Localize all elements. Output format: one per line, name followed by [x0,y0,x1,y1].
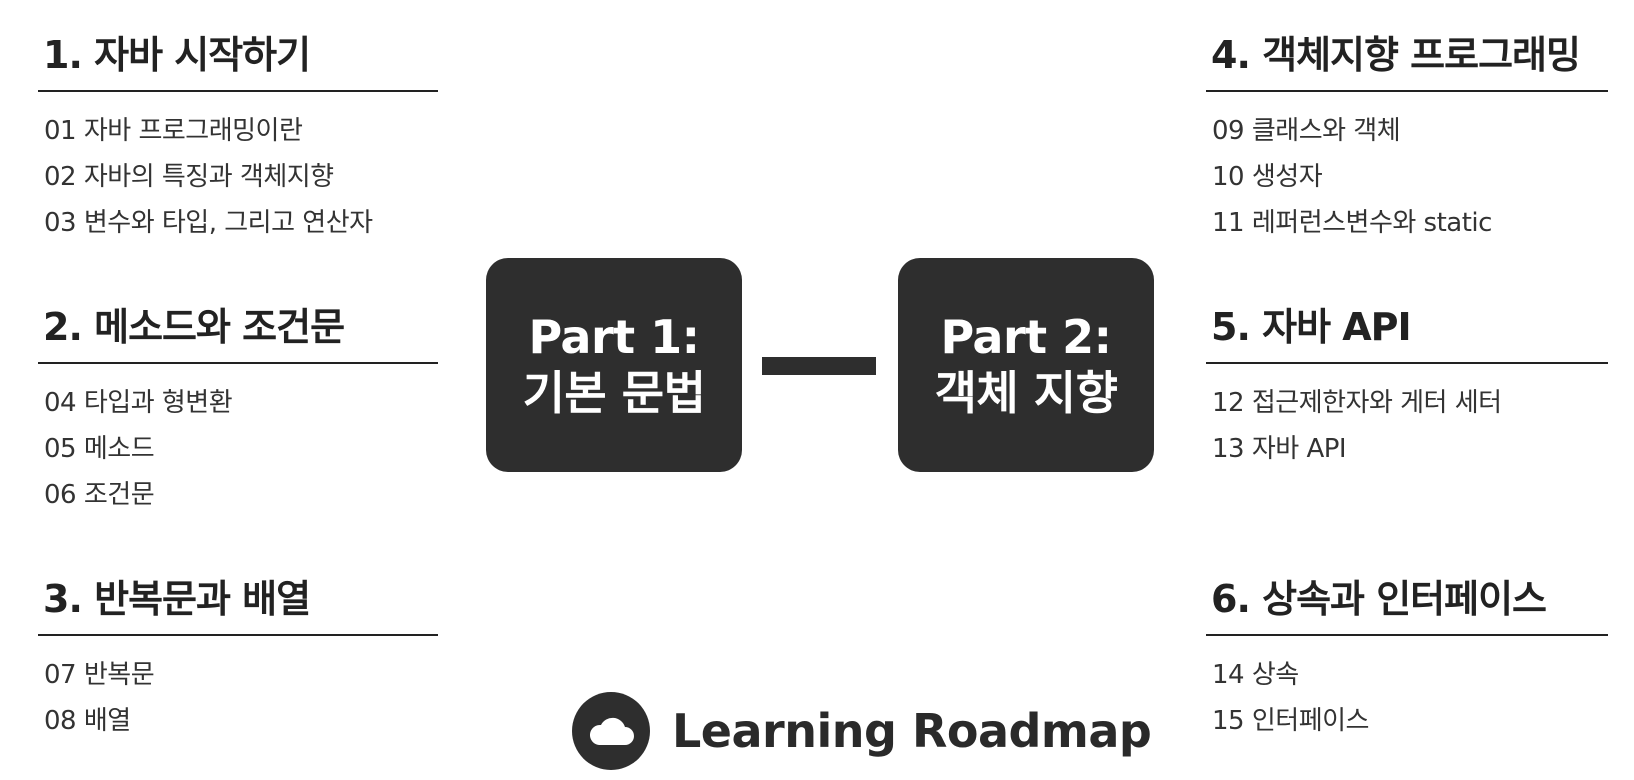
section-title: 6. 상속과 인터페이스 [1211,577,1547,621]
part-subtitle: 기본 문법 [522,366,706,420]
lesson-item: 14 상속 [1212,660,1299,690]
lesson-item: 07 반복문 [44,660,155,690]
lesson-list: 09 클래스와 객체 10 생성자 11 레퍼런스변수와 static [1206,108,1608,246]
section-divider [38,634,438,636]
section-divider [1206,634,1608,636]
lesson-list: 04 타입과 형변환 05 메소드 06 조건문 [38,380,438,518]
section-divider [1206,362,1608,364]
lesson-item: 12 접근제한자와 게터 세터 [1212,388,1502,418]
lesson-item: 10 생성자 [1212,162,1323,192]
section-divider [1206,90,1608,92]
lesson-item: 04 타입과 형변환 [44,388,233,418]
lesson-list: 14 상속 15 인터페이스 [1206,652,1608,744]
section-6: 6. 상속과 인터페이스 14 상속 15 인터페이스 [1206,574,1608,744]
section-4: 4. 객체지향 프로그래밍 09 클래스와 객체 10 생성자 11 레퍼런스변… [1206,30,1608,246]
lesson-list: 01 자바 프로그래밍이란 02 자바의 특징과 객체지향 03 변수와 타입,… [38,108,438,246]
section-title: 3. 반복문과 배열 [43,577,311,621]
section-title: 2. 메소드와 조건문 [43,305,345,349]
lesson-item: 01 자바 프로그래밍이란 [44,116,303,146]
lesson-item: 13 자바 API [1212,434,1347,464]
lesson-item: 11 레퍼런스변수와 static [1212,208,1492,238]
lesson-item: 08 배열 [44,706,131,736]
section-2: 2. 메소드와 조건문 04 타입과 형변환 05 메소드 06 조건문 [38,302,438,518]
lesson-item: 02 자바의 특징과 객체지향 [44,162,334,192]
lesson-item: 05 메소드 [44,434,155,464]
lesson-item: 06 조건문 [44,480,155,510]
part-label: Part 2: [940,310,1112,364]
lesson-item: 09 클래스와 객체 [1212,116,1401,146]
lesson-list: 12 접근제한자와 게터 세터 13 자바 API [1206,380,1608,472]
roadmap-footer: Learning Roadmap [572,692,1152,770]
section-3: 3. 반복문과 배열 07 반복문 08 배열 [38,574,438,744]
part-2-box: Part 2: 객체 지향 [898,258,1154,472]
lesson-item: 03 변수와 타입, 그리고 연산자 [44,208,373,238]
section-divider [38,362,438,364]
part-subtitle: 객체 지향 [934,366,1118,420]
part-label: Part 1: [528,310,700,364]
section-divider [38,90,438,92]
section-title: 1. 자바 시작하기 [43,33,311,77]
cloud-icon-glyph [589,717,634,745]
part-connector [762,357,876,375]
lesson-list: 07 반복문 08 배열 [38,652,438,744]
section-1: 1. 자바 시작하기 01 자바 프로그래밍이란 02 자바의 특징과 객체지향… [38,30,438,246]
part-1-box: Part 1: 기본 문법 [486,258,742,472]
cloud-icon [572,692,650,770]
lesson-item: 15 인터페이스 [1212,706,1369,736]
roadmap-title: Learning Roadmap [672,704,1152,758]
section-title: 5. 자바 API [1211,305,1412,349]
section-title: 4. 객체지향 프로그래밍 [1211,33,1581,77]
section-5: 5. 자바 API 12 접근제한자와 게터 세터 13 자바 API [1206,302,1608,472]
